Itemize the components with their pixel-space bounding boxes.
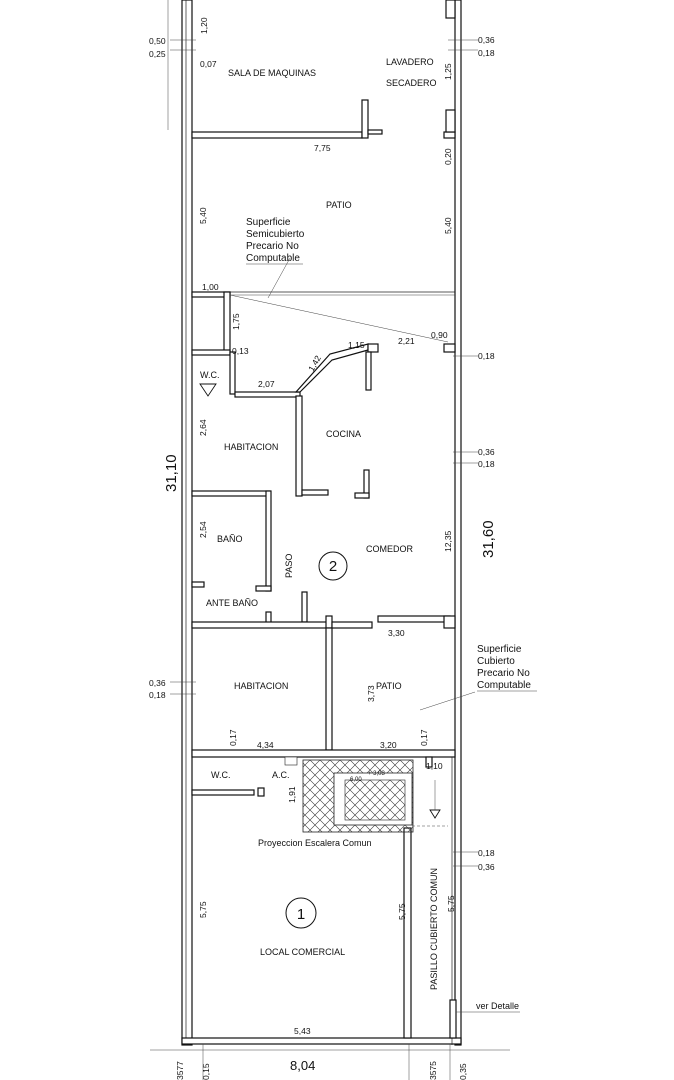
room-bano: BAÑO: [217, 534, 243, 544]
bottom-3575: 3575: [428, 1061, 438, 1080]
dim-575-c: 5,75: [446, 895, 456, 912]
dim-018-b: 0,18: [478, 351, 495, 361]
dim-207: 2,07: [258, 379, 275, 389]
room-habitacion-1: HABITACION: [224, 442, 278, 452]
dim-254: 2,54: [198, 521, 208, 538]
unit-1-number: 1: [297, 906, 305, 923]
room-wc-top: W.C.: [200, 370, 220, 380]
room-local-comercial: LOCAL COMERCIAL: [260, 947, 345, 957]
dim-018-c: 0,18: [478, 459, 495, 469]
unit-2-circle: [318, 551, 348, 581]
dimension-texts: 0,50 0,25 1,20 0,07 0,36 0,18 1,25 7,75 …: [149, 17, 497, 1080]
room-habitacion-2: HABITACION: [234, 681, 288, 691]
dim-320: 3,20: [380, 740, 397, 750]
room-patio-2: PATIO: [376, 681, 402, 691]
dim-020: 0,20: [443, 148, 453, 165]
dim-120: 1,20: [199, 17, 209, 34]
dim-575-b: 5,75: [397, 903, 407, 920]
dim-264: 2,64: [198, 419, 208, 436]
room-labels: SALA DE MAQUINAS LAVADERO SECADERO PATIO…: [200, 57, 439, 990]
room-pasillo: PASILLO CUBIERTO COMUN: [429, 868, 439, 990]
bottom-3577: 3577: [175, 1061, 185, 1080]
room-wc-bottom: W.C.: [211, 770, 231, 780]
note-semicubierto-2: Semicubierto: [246, 229, 305, 240]
dimension-lines: [150, 0, 520, 1080]
stair-label-b: + 3,03: [368, 771, 386, 777]
dim-3160: 31,60: [480, 520, 497, 558]
room-patio-top: PATIO: [326, 200, 352, 210]
stair-projection: [284, 756, 448, 833]
dim-330: 3,30: [388, 628, 405, 638]
unit-2-number: 2: [329, 558, 337, 575]
dim-090: 0,90: [431, 330, 448, 340]
dim-191: 1,91: [287, 786, 297, 803]
note-cubierto-2: Cubierto: [477, 656, 515, 667]
semicovered-lines: [229, 257, 476, 711]
note-proyeccion: Proyeccion Escalera Comun: [258, 838, 372, 848]
notes: Superficie Semicubierto Precario No Comp…: [246, 217, 537, 1011]
unit-1-circle: [285, 897, 317, 929]
bottom-035: 0,35: [458, 1063, 468, 1080]
note-semicubierto-1: Superficie: [246, 217, 291, 228]
dim-017-a: 0,17: [228, 729, 238, 746]
dim-036-b: 0,36: [478, 447, 495, 457]
dim-115: 1,15: [348, 340, 365, 350]
dim-540-left: 5,40: [198, 207, 208, 224]
note-semicubierto-4: Computable: [246, 253, 300, 264]
dim-013: 0,13: [232, 346, 249, 356]
room-ante-bano: ANTE BAÑO: [206, 598, 258, 608]
room-lavadero: LAVADERO: [386, 57, 434, 67]
dim-018-d: 0,18: [149, 690, 166, 700]
stair-label-a: 6,00: [350, 777, 362, 783]
room-secadero: SECADERO: [386, 78, 437, 88]
room-sala-maquinas: SALA DE MAQUINAS: [228, 68, 316, 78]
note-cubierto-4: Computable: [477, 680, 531, 691]
dim-804: 8,04: [290, 1058, 315, 1073]
bottom-015: 0,15: [201, 1063, 211, 1080]
dim-100: 1,00: [202, 282, 219, 292]
dim-1235: 12,35: [443, 530, 453, 552]
dim-110: 1,10: [426, 761, 443, 771]
dim-036-d: 0,36: [478, 862, 495, 872]
dim-017-b: 0,17: [419, 729, 429, 746]
note-detalle: ver Detalle: [476, 1001, 519, 1011]
outer-walls: [181, 0, 462, 1046]
room-comedor: COMEDOR: [366, 544, 414, 554]
note-cubierto-3: Precario No: [477, 668, 530, 679]
note-cubierto-1: Superficie: [477, 644, 522, 655]
dim-050: 0,50: [149, 36, 166, 46]
down-arrow-icon: [429, 809, 441, 819]
dim-775: 7,75: [314, 143, 331, 153]
dim-575-a: 5,75: [198, 901, 208, 918]
dim-543: 5,43: [294, 1026, 311, 1036]
dim-3110: 31,10: [163, 454, 180, 492]
dim-018-a: 0,18: [478, 48, 495, 58]
room-cocina: COCINA: [326, 429, 361, 439]
dim-540-right: 5,40: [443, 217, 453, 234]
dim-025: 0,25: [149, 49, 166, 59]
room-ac: A.C.: [272, 770, 290, 780]
dim-373: 3,73: [366, 685, 376, 702]
room-paso: PASO: [284, 554, 294, 578]
dim-036-c: 0,36: [149, 678, 166, 688]
partition-walls: [191, 0, 457, 1045]
note-semicubierto-3: Precario No: [246, 241, 299, 252]
dim-007: 0,07: [200, 59, 217, 69]
dim-221: 2,21: [398, 336, 415, 346]
dim-434: 4,34: [257, 740, 274, 750]
dim-175: 1,75: [231, 313, 241, 330]
wc-triangle-icon: [199, 383, 217, 397]
dim-018-e: 0,18: [478, 848, 495, 858]
dim-125: 1,25: [443, 63, 453, 80]
dim-036-a: 0,36: [478, 35, 495, 45]
